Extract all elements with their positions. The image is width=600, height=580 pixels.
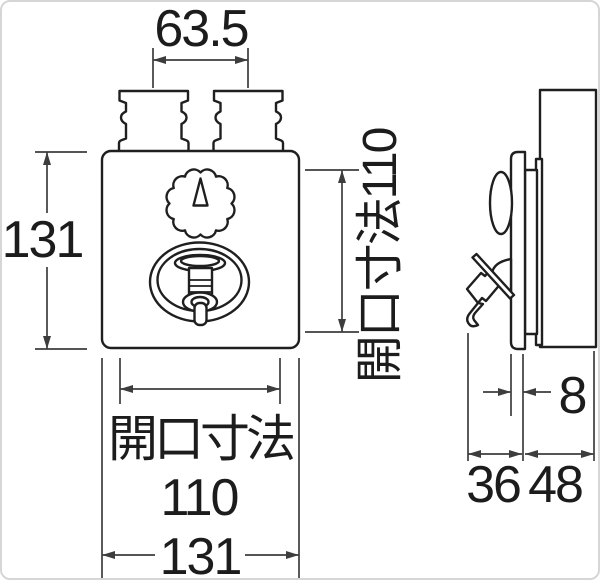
lever-hook [466,301,485,328]
dimension-lines [35,48,595,578]
spacer [523,168,539,336]
valve-body-side [538,88,598,349]
dial-pointer-icon [192,177,209,207]
lever-handle-front [148,241,251,327]
dim-label-width-131: 131 [159,528,243,580]
dim-label-pipe-pitch: 63.5 [154,0,249,58]
dial-knob [165,168,236,239]
front-view [100,89,301,350]
dim-label-height-131: 131 [1,211,84,269]
supply-pipe-right [212,89,285,154]
lever-handle-side [465,252,516,328]
side-view [465,88,598,351]
opening-width-value: 110 [160,469,240,527]
dim-8 [483,354,551,461]
supply-pipe-left [117,89,190,154]
dim-131-height [35,151,87,350]
opening-label-vertical: 開口寸法110 [354,128,407,384]
opening-caption: 開口寸法 [108,411,296,467]
dim-opening-110-vertical [305,169,359,333]
escutcheon-plate [509,150,527,351]
dim-label-projection-36: 36 [466,456,522,514]
dial-side [488,170,514,236]
lever-rod [471,252,516,300]
dim-label-depth-48: 48 [528,456,584,514]
dim-36-48 [467,333,595,461]
dim-opening-110-horizontal [119,358,281,404]
dim-label-plate-8: 8 [558,367,588,425]
dim-131-width [101,358,300,578]
dim-63-5 [152,48,249,88]
